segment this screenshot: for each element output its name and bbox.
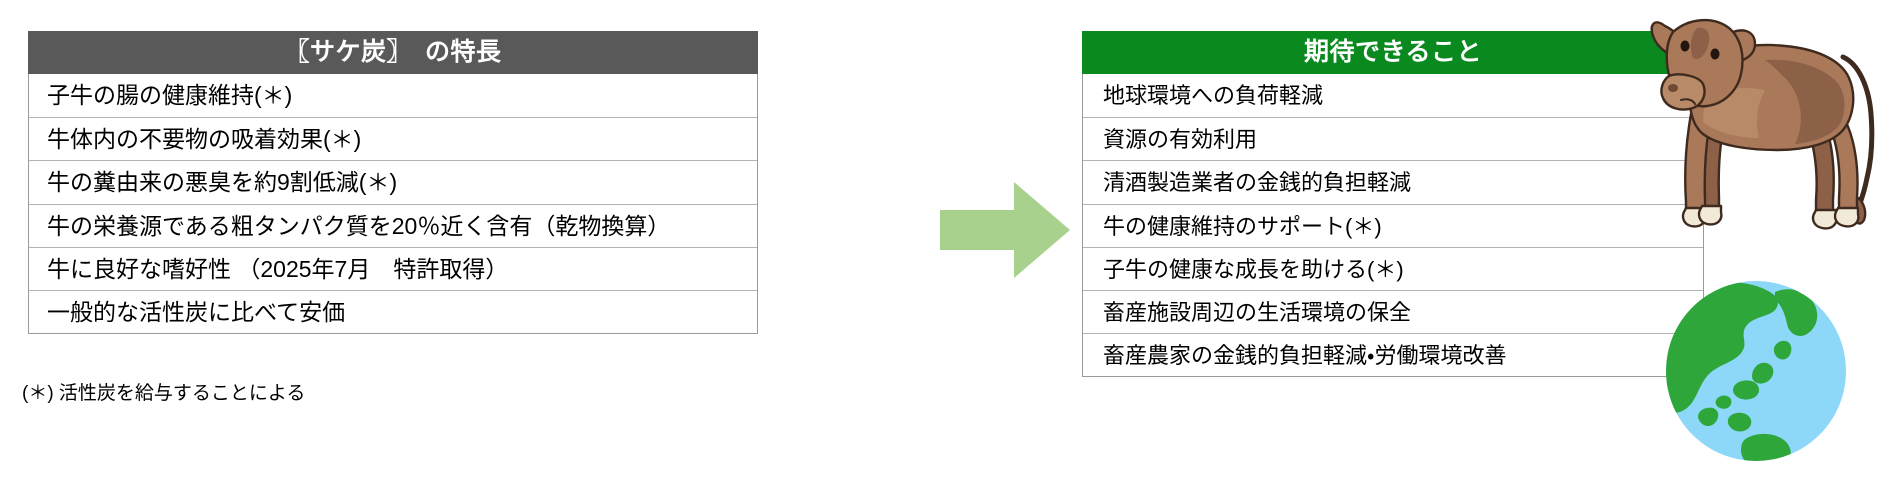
table-row: 地球環境への負荷軽減: [1083, 74, 1703, 118]
table-row: 畜産農家の金銭的負担軽減・労働環境改善: [1083, 333, 1703, 377]
table-row: 清酒製造業者の金銭的負担軽減: [1083, 160, 1703, 204]
features-table-body: 子牛の腸の健康維持(＊) 牛体内の不要物の吸着効果(＊) 牛の糞由来の悪臭を約9…: [28, 74, 758, 335]
table-row: 牛体内の不要物の吸着効果(＊): [29, 117, 757, 161]
features-table: 〖サケ炭〗 の特長 子牛の腸の健康維持(＊) 牛体内の不要物の吸着効果(＊) 牛…: [28, 31, 758, 335]
earth-globe-icon: [1663, 278, 1849, 464]
footnote-text: (＊) 活性炭を給与することによる: [22, 383, 306, 404]
features-table-header: 〖サケ炭〗 の特長: [28, 31, 758, 74]
table-row: 牛の糞由来の悪臭を約9割低減(＊): [29, 160, 757, 204]
table-row: 牛に良好な嗜好性 （2025年7月 特許取得）: [29, 246, 757, 290]
calf-illustration: [1645, 2, 1890, 230]
table-row: 子牛の健康な成長を助ける(＊): [1083, 246, 1703, 290]
table-row: 子牛の腸の健康維持(＊): [29, 74, 757, 118]
benefits-table-header: 期待できること: [1082, 31, 1704, 74]
table-row: 一般的な活性炭に比べて安価: [29, 289, 757, 334]
table-row: 資源の有効利用: [1083, 117, 1703, 161]
benefits-table-body: 地球環境への負荷軽減 資源の有効利用 清酒製造業者の金銭的負担軽減 牛の健康維持…: [1082, 74, 1704, 378]
table-row: 牛の栄養源である粗タンパク質を20％近く含有（乾物換算）: [29, 203, 757, 247]
table-row: 畜産施設周辺の生活環境の保全: [1083, 289, 1703, 334]
right-arrow-icon: [940, 182, 1070, 278]
benefits-table: 期待できること 地球環境への負荷軽減 資源の有効利用 清酒製造業者の金銭的負担軽…: [1082, 31, 1704, 378]
table-row: 牛の健康維持のサポート(＊): [1083, 203, 1703, 247]
